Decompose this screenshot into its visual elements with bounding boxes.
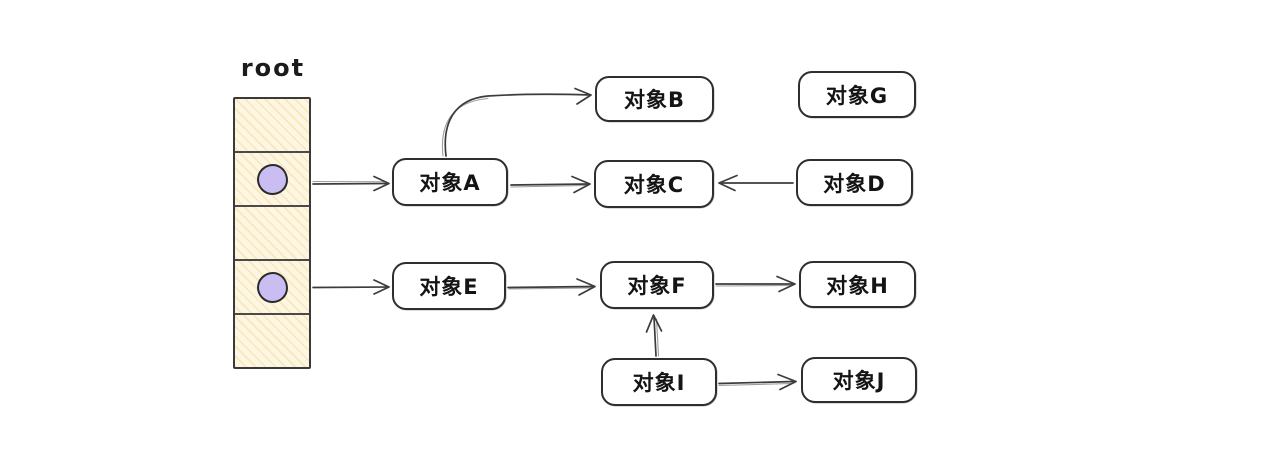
root-stack bbox=[233, 97, 311, 369]
arrow-i-to-j bbox=[718, 373, 797, 391]
root-cell-3 bbox=[235, 205, 309, 259]
node-box-b: 对象B bbox=[595, 76, 714, 122]
root-cell-5 bbox=[235, 313, 309, 367]
arrow-e-to-f bbox=[507, 278, 596, 296]
root-cell-2 bbox=[235, 151, 309, 205]
node-box-a: 对象A bbox=[392, 158, 508, 206]
pointer-dot-icon bbox=[256, 271, 288, 303]
arrow-i-to-f bbox=[645, 314, 663, 357]
node-box-d: 对象D bbox=[796, 159, 913, 206]
root-stack-label: root bbox=[240, 54, 306, 82]
arrow-root-to-a bbox=[312, 175, 390, 192]
node-box-i: 对象I bbox=[601, 358, 717, 406]
root-cell-4 bbox=[235, 259, 309, 313]
arrow-a-to-c bbox=[510, 175, 591, 194]
node-box-c: 对象C bbox=[594, 160, 714, 208]
arrow-a-to-b bbox=[441, 87, 592, 157]
node-box-g: 对象G bbox=[798, 71, 916, 118]
node-box-f: 对象F bbox=[600, 261, 714, 309]
node-box-e: 对象E bbox=[392, 262, 506, 310]
pointer-dot-icon bbox=[256, 163, 288, 195]
arrow-f-to-h bbox=[715, 275, 796, 293]
node-box-j: 对象J bbox=[801, 357, 917, 403]
root-cell-1 bbox=[235, 99, 309, 151]
node-box-h: 对象H bbox=[799, 261, 916, 308]
arrow-d-to-c bbox=[718, 174, 794, 192]
arrow-root-to-e bbox=[312, 279, 390, 295]
